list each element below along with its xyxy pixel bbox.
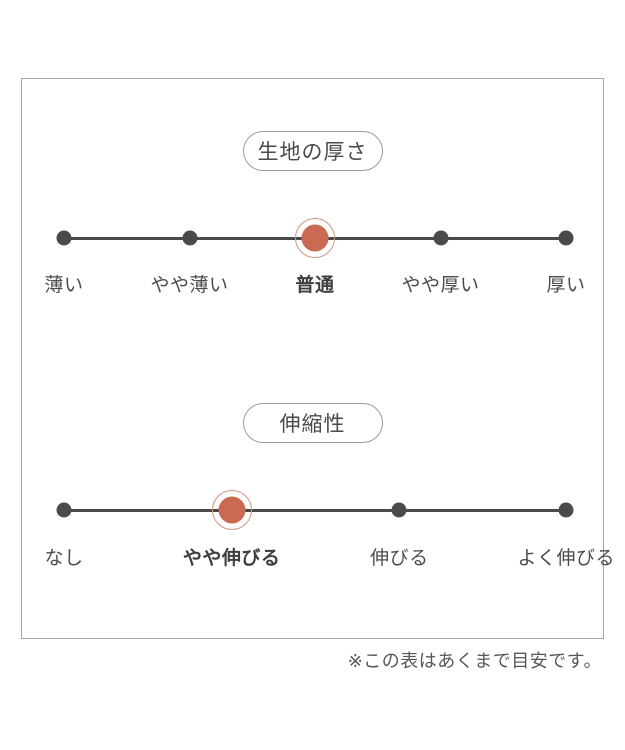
selected-dot-normal — [301, 224, 329, 252]
fabric-thickness-title: 生地の厚さ — [257, 141, 368, 164]
scale-dot-thin — [56, 230, 72, 246]
label-slight-stretch-selected: やや伸びる — [182, 548, 281, 569]
stretch-labels: なし やや伸びる 伸びる よく伸びる — [44, 548, 614, 569]
label-thick: 厚い — [546, 275, 586, 296]
label-very-stretch: よく伸びる — [517, 548, 615, 569]
scale-dot-no-stretch — [56, 502, 72, 518]
scale-line — [64, 508, 566, 512]
label-stretch: 伸びる — [370, 548, 429, 569]
label-slightly-thin: やや薄い — [150, 275, 229, 296]
scale-dot-slightly-thick — [433, 230, 448, 246]
scale-dot-thick — [558, 230, 574, 246]
selected-dot-slight-stretch — [218, 496, 246, 524]
chart-frame: 生地の厚さ 薄い やや薄い 普通 やや厚い 厚い 伸縮性 — [21, 78, 615, 639]
fabric-thickness-title-pill: 生地の厚さ — [242, 131, 383, 171]
stretch-title: 伸縮性 — [279, 413, 346, 436]
fabric-thickness-labels: 薄い やや薄い 普通 やや厚い 厚い — [44, 275, 585, 296]
label-thin: 薄い — [44, 275, 84, 296]
disclaimer-note: ※この表はあくまで目安です。 — [347, 651, 602, 671]
label-slightly-thick: やや厚い — [401, 275, 480, 296]
label-normal-selected: 普通 — [295, 275, 335, 296]
selected-dot-ring — [295, 218, 335, 258]
stretch-title-pill: 伸縮性 — [242, 403, 383, 443]
scale-dot-stretch — [391, 502, 407, 518]
scale-dot-very-stretch — [558, 502, 574, 518]
scale-dot-slightly-thin — [182, 230, 197, 246]
label-no-stretch: なし — [44, 548, 84, 569]
selected-dot-ring — [211, 490, 252, 530]
